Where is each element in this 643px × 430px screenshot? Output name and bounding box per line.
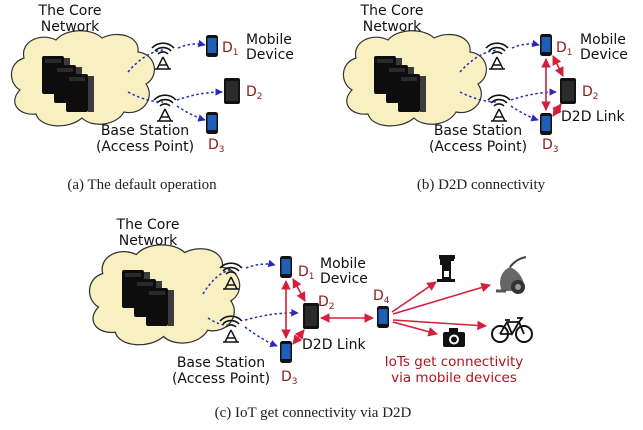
wireless-link — [202, 269, 231, 295]
iot-link-arrow — [391, 281, 437, 313]
phone-icon — [377, 306, 389, 328]
wireless-link — [510, 105, 539, 122]
antenna-icon — [151, 42, 175, 70]
wireless-link — [244, 308, 299, 321]
wireless-link — [459, 49, 498, 73]
camera-icon — [443, 328, 465, 347]
iot-note-line1: IoTs get connectivity — [385, 354, 524, 370]
wireless-link — [244, 326, 278, 347]
mobile-device-label-line2: Device — [320, 271, 368, 287]
phone-icon — [206, 35, 218, 57]
wireless-link — [459, 91, 498, 103]
bicycle-icon — [491, 317, 533, 343]
caption-b: (b) D2D connectivity — [417, 177, 546, 193]
iot-link-arrow — [392, 321, 438, 337]
antenna-icon — [485, 42, 509, 70]
mobile-device-label-line1: Mobile — [246, 32, 292, 48]
core-network-label-line2: Network — [119, 233, 178, 249]
device-label-d3: D3 — [208, 137, 225, 155]
wireless-link — [245, 259, 276, 269]
antenna-icon — [153, 94, 177, 122]
wireless-link — [207, 317, 230, 326]
device-label-d3: D3 — [542, 137, 559, 155]
mobile-device-label-line1: Mobile — [580, 32, 626, 48]
phone-icon — [206, 112, 218, 134]
tablet-icon — [560, 78, 576, 104]
device-label-d2: D2 — [582, 84, 599, 102]
base-station-label-line2: (Access Point) — [96, 139, 194, 155]
coffee-maker-icon — [437, 255, 455, 282]
base-station-label-line2: (Access Point) — [172, 371, 270, 387]
panel-c: The Core Network — [88, 217, 533, 421]
iot-link-arrow — [392, 282, 491, 315]
device-label-d1: D1 — [556, 40, 573, 58]
iot-link-arrow — [392, 319, 487, 331]
d2d-link-arrow — [292, 278, 306, 302]
wireless-link — [177, 39, 206, 49]
device-label-d3: D3 — [281, 369, 298, 387]
wireless-link — [176, 105, 206, 122]
phone-icon — [540, 34, 552, 56]
d2d-link-arrow — [552, 103, 562, 117]
core-network-label-line2: Network — [41, 19, 100, 35]
base-station-label-line1: Base Station — [101, 123, 189, 139]
wireless-link — [511, 39, 540, 49]
phone-icon — [280, 341, 292, 363]
phone-icon — [280, 256, 292, 278]
iot-note-line2: via mobile devices — [391, 370, 517, 386]
d2d-link-arrow — [292, 329, 305, 345]
core-network-label-line1: The Core — [116, 217, 180, 233]
antenna-icon — [487, 94, 511, 122]
caption-c: (c) IoT get connectivity via D2D — [215, 405, 412, 421]
d2d-link-label: D2D Link — [302, 337, 366, 353]
device-label-d2: D2 — [318, 294, 335, 312]
device-label-d1: D1 — [222, 40, 239, 58]
mobile-device-label-line1: Mobile — [320, 256, 366, 272]
wireless-link — [510, 88, 557, 101]
panel-b: The Core Network D1 D2 D3 Mobile Device … — [342, 3, 628, 193]
tablet-icon — [303, 303, 319, 329]
base-station-label-line2: (Access Point) — [429, 139, 527, 155]
core-network-label-line2: Network — [363, 19, 422, 35]
wireless-link — [176, 88, 223, 101]
core-network-label-line1: The Core — [38, 3, 102, 19]
base-station-label-line1: Base Station — [177, 355, 265, 371]
mobile-device-label-line2: Device — [246, 47, 294, 63]
d2d-link-label: D2D Link — [561, 109, 625, 125]
base-station-label-line1: Base Station — [434, 123, 522, 139]
mobile-device-label-line2: Device — [580, 47, 628, 63]
phone-icon — [540, 113, 552, 135]
device-label-d2: D2 — [246, 84, 263, 102]
vacuum-cleaner-icon — [496, 256, 527, 294]
panel-a: The Core Network D1 D2 D3 Mobile Device … — [10, 3, 294, 193]
caption-a: (a) The default operation — [67, 177, 217, 193]
d2d-link-arrow — [552, 55, 564, 77]
tablet-icon — [224, 78, 240, 104]
device-label-d1: D1 — [298, 264, 315, 282]
device-label-d4: D4 — [373, 288, 390, 306]
core-network-label-line1: The Core — [360, 3, 424, 19]
